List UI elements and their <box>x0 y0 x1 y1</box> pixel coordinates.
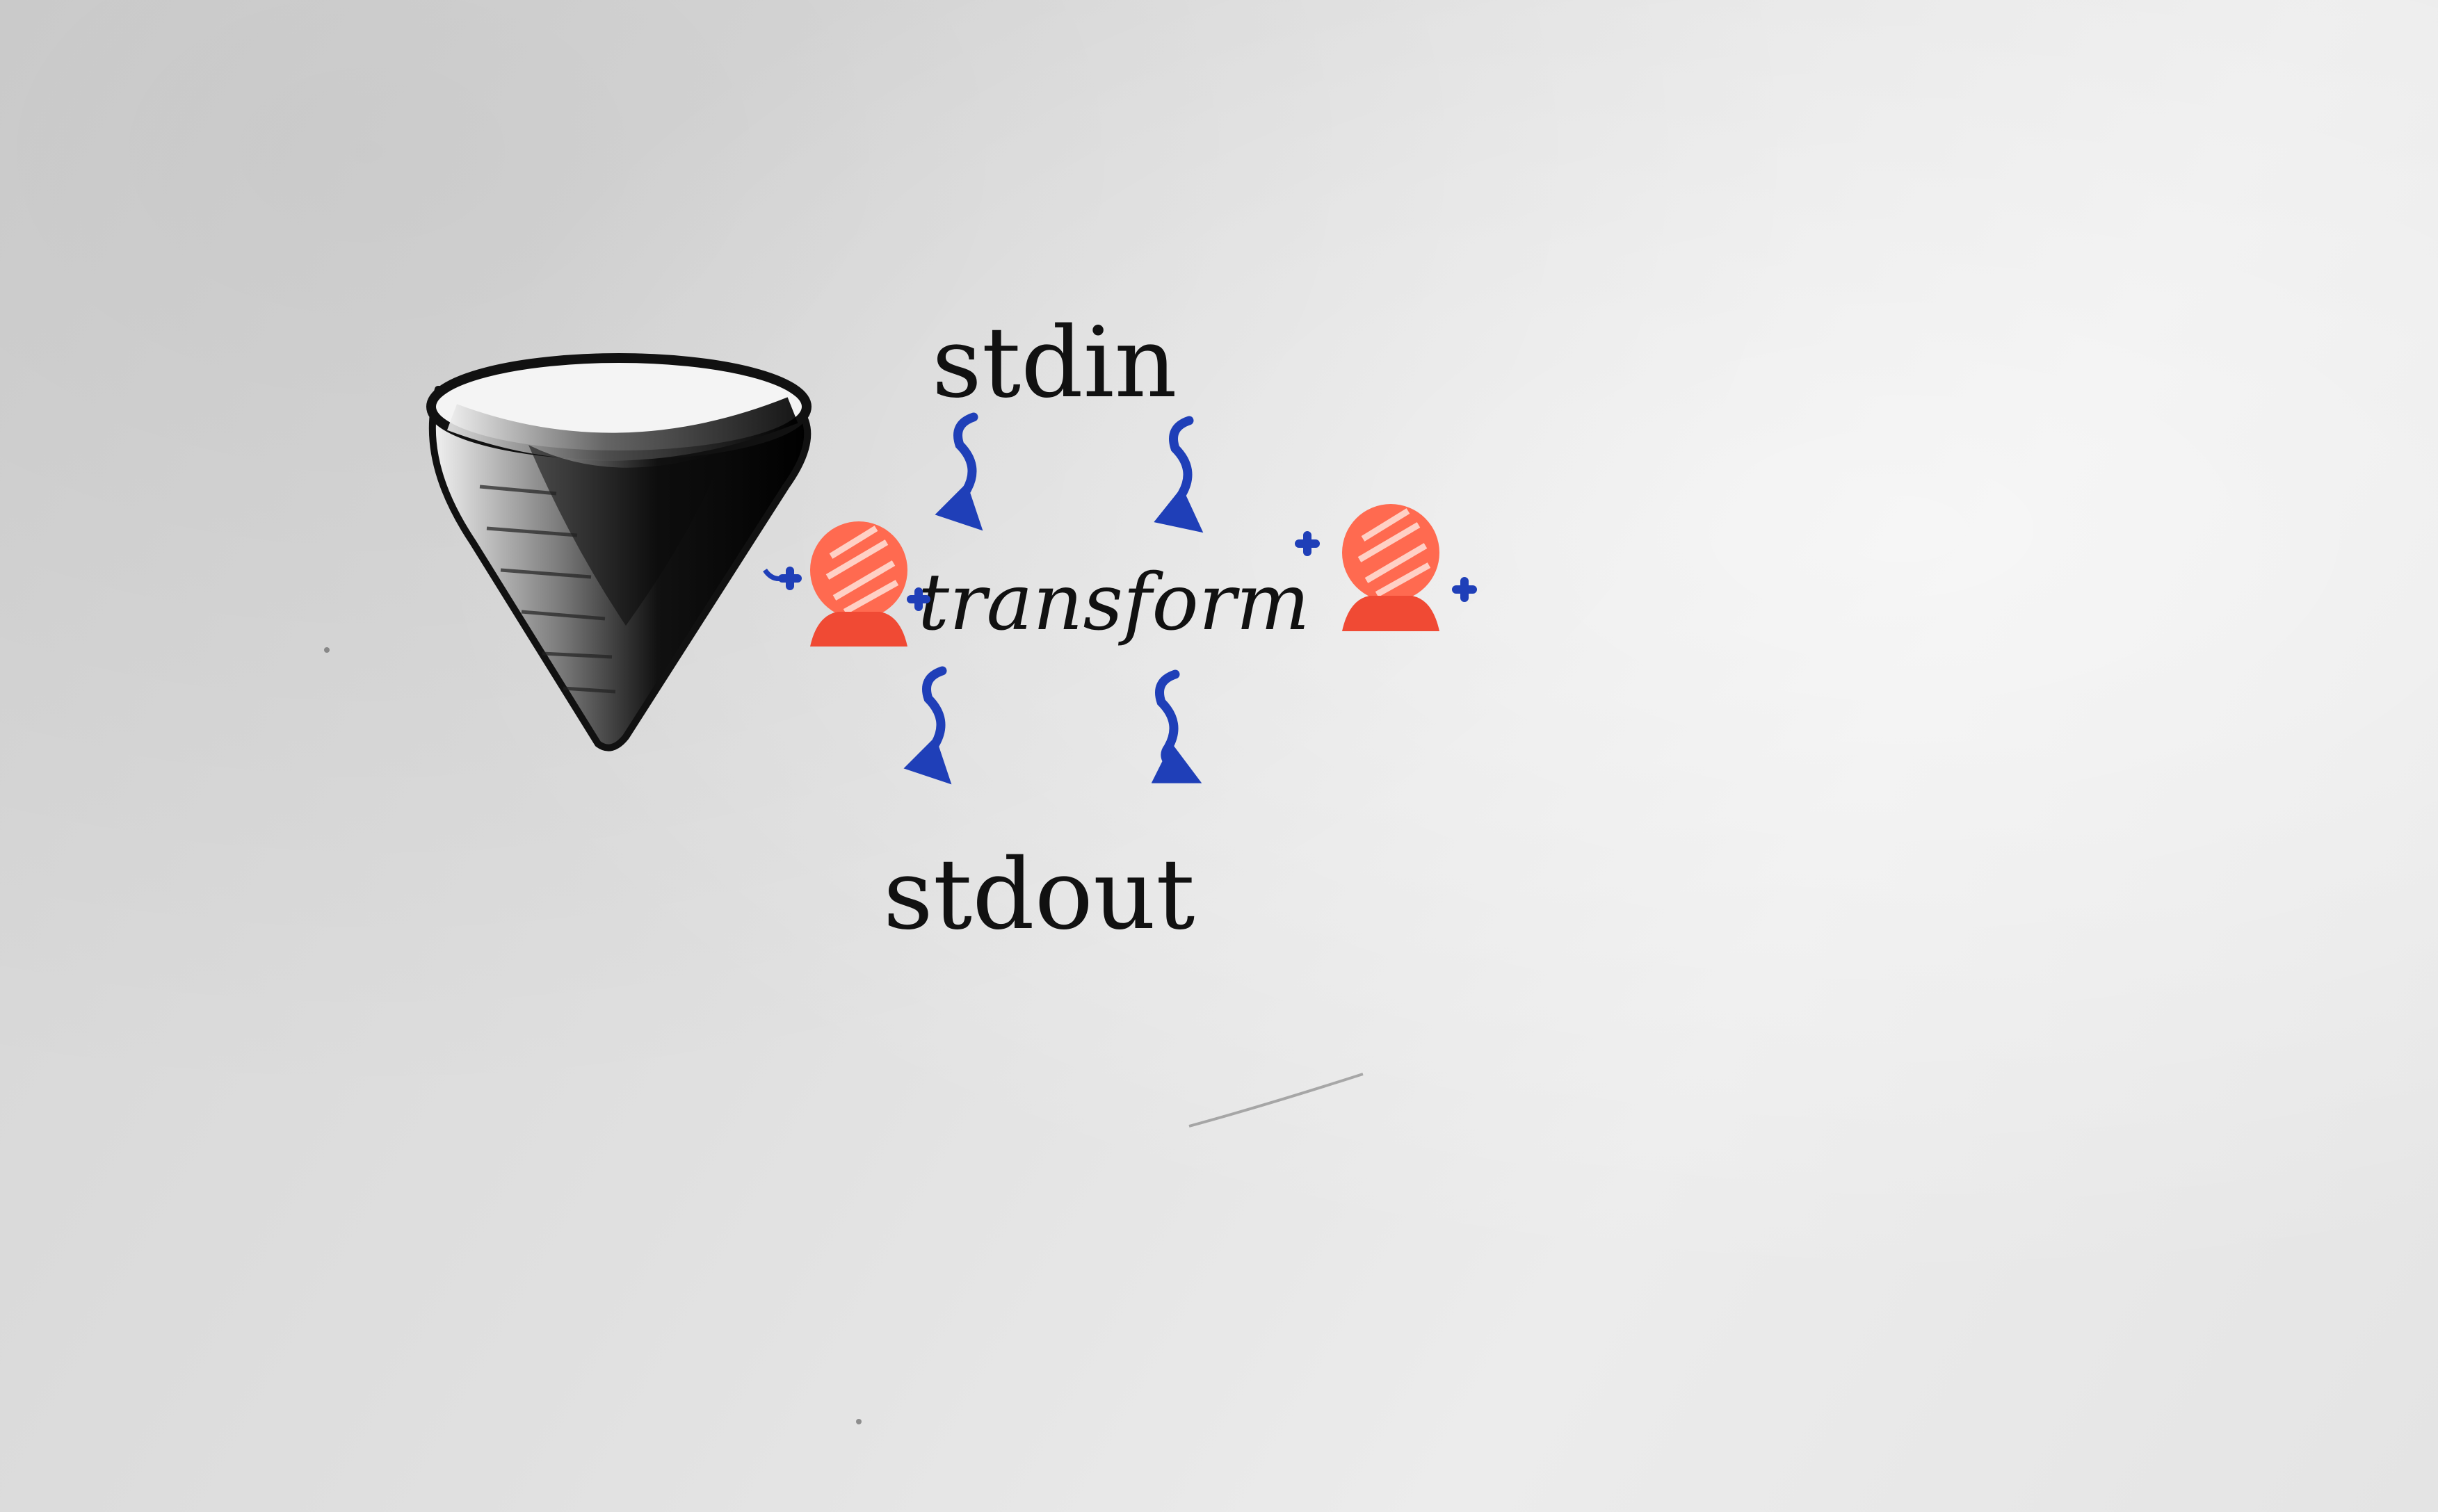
curly-arrow-icon <box>903 666 952 785</box>
curly-arrow-icon <box>1151 669 1202 783</box>
crystal-ball-icon <box>763 521 930 647</box>
pencil-smudge <box>1188 1073 1364 1128</box>
stdout-label: stdout <box>883 838 1195 952</box>
funnel-icon <box>426 353 812 751</box>
crystal-ball-icon <box>1295 504 1477 631</box>
curly-arrow-icon <box>935 412 983 531</box>
paper-speck <box>324 647 330 653</box>
paper-speck <box>856 1419 862 1424</box>
transform-label: transform <box>918 558 1310 648</box>
curly-arrow-icon <box>1154 416 1204 533</box>
stdin-label: stdin <box>932 307 1177 420</box>
